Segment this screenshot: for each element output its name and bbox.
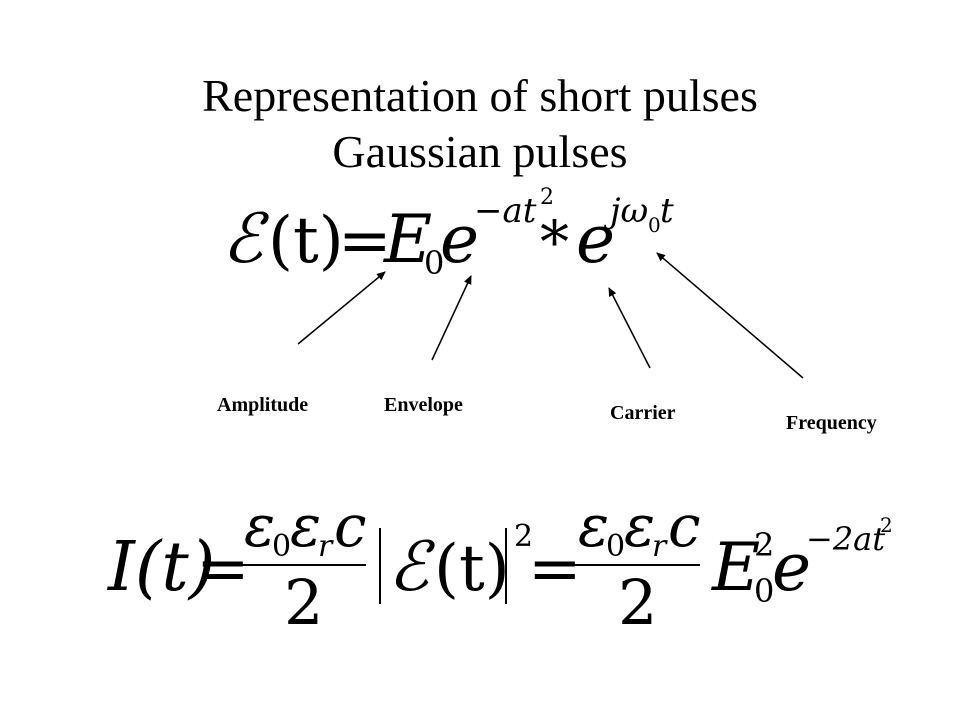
intensity-lhs: I(t)	[106, 528, 215, 607]
title-line-2: Gaussian pulses	[332, 126, 628, 177]
arrow-amplitude	[297, 271, 386, 345]
equation-intensity: I(t) = ε 0 ε r c 2 ℰ (t) 2 = ε 0 ε r c 2	[106, 492, 893, 639]
rhs-E: E	[711, 529, 760, 606]
envelope-e: e	[440, 201, 479, 278]
fraction1-denominator: 2	[284, 566, 323, 639]
equation-gaussian-field: ℰ (t) = E 0 e −at 2 * e jω 0 t	[222, 185, 674, 282]
rhs-exponent-power: 2	[880, 513, 893, 537]
fraction2-epsr: ε	[624, 492, 655, 560]
fraction1-epsr-sub: r	[318, 529, 334, 564]
abs-power: 2	[514, 519, 533, 554]
abs-field-argument: (t)	[434, 532, 510, 606]
field-symbol: ℰ	[222, 200, 270, 279]
annotation-arrows	[297, 252, 804, 379]
fraction2-eps0: ε	[578, 492, 609, 560]
fraction1-epsr: ε	[290, 492, 321, 560]
arrow-envelope	[431, 275, 472, 361]
equals-sign-2: =	[196, 532, 250, 606]
carrier-exponent-t: t	[660, 191, 674, 231]
equals-sign-1: =	[338, 204, 392, 278]
rhs-e: e	[772, 529, 811, 606]
fraction2-epsr-sub: r	[652, 529, 668, 564]
amplitude-E: E	[383, 201, 432, 278]
envelope-exponent: −at	[474, 191, 537, 231]
label-amplitude: Amplitude	[217, 394, 309, 416]
label-envelope: Envelope	[384, 394, 463, 416]
rhs-exponent: −2at	[806, 520, 885, 558]
fraction2-denominator: 2	[618, 566, 657, 639]
arrow-frequency	[656, 252, 804, 379]
multiply-sign: *	[540, 208, 569, 276]
label-frequency: Frequency	[786, 412, 877, 434]
carrier-exponent: jω	[603, 191, 648, 231]
label-carrier: Carrier	[610, 402, 676, 424]
equals-sign-3: =	[528, 532, 582, 606]
slide-title: Representation of short pulses Gaussian …	[0, 68, 960, 180]
fraction2-eps0-sub: 0	[606, 529, 625, 564]
carrier-e: e	[576, 201, 615, 278]
arrow-carrier	[608, 287, 651, 369]
field-argument: (t)	[268, 204, 344, 278]
rhs-E-superscript: 2	[754, 526, 774, 564]
title-line-1: Representation of short pulses	[202, 70, 758, 121]
fraction1-eps0-sub: 0	[272, 529, 291, 564]
carrier-exponent-subscript: 0	[648, 213, 661, 237]
abs-field-symbol: ℰ	[388, 528, 436, 607]
envelope-exponent-power: 2	[540, 185, 554, 210]
rhs-E-subscript: 0	[754, 572, 774, 610]
amplitude-subscript: 0	[424, 244, 444, 282]
fraction1-eps0: ε	[244, 492, 275, 560]
fraction2-c: c	[668, 492, 700, 560]
fraction1-c: c	[334, 492, 366, 560]
